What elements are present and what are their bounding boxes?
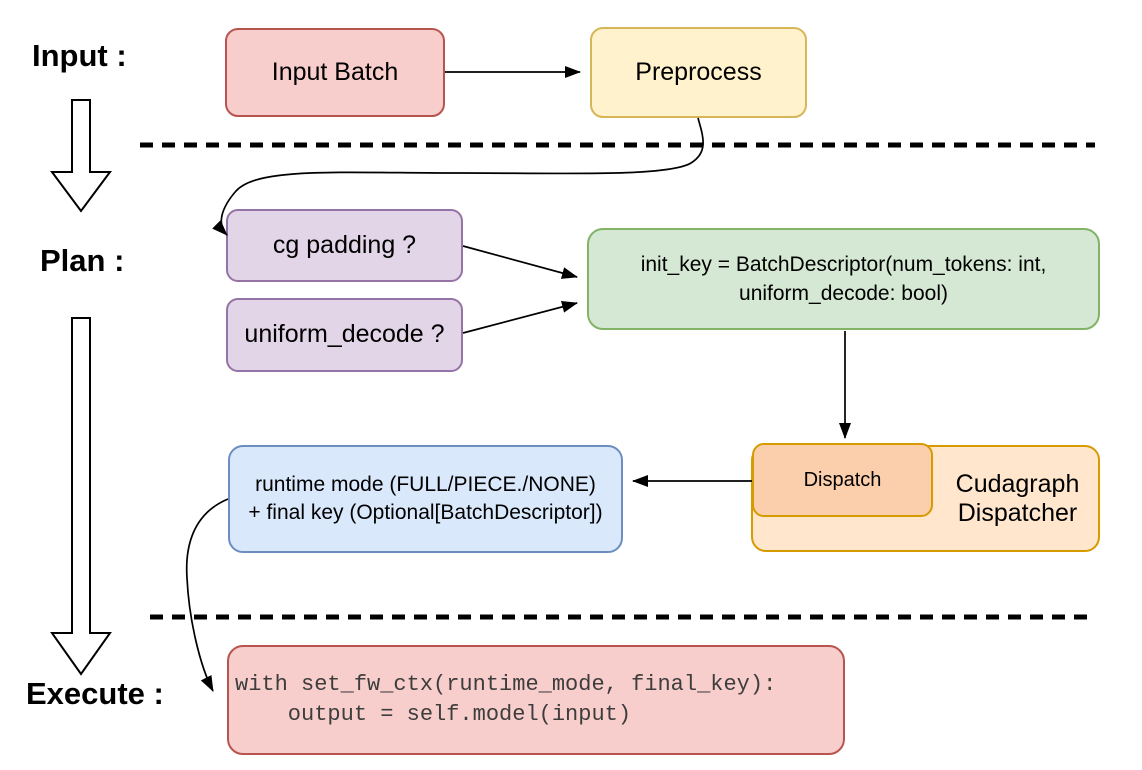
input-batch-label: Input Batch	[271, 57, 399, 86]
stage-label-plan: Plan :	[40, 243, 125, 278]
stage-label-input: Input :	[32, 38, 127, 73]
runtime-mode-node: runtime mode (FULL/PIECE./NONE) + final …	[228, 445, 623, 553]
cg-padding-node: cg padding ?	[226, 209, 463, 282]
execute-code-line2: output = self.model(input)	[235, 702, 632, 727]
execute-code-node: with set_fw_ctx(runtime_mode, final_key)…	[227, 645, 845, 755]
arrow-uniform-decode-to-init-key	[462, 301, 578, 334]
stage-label-execute: Execute :	[26, 676, 164, 711]
preprocess-label: Preprocess	[635, 57, 762, 86]
input-batch-node: Input Batch	[225, 28, 445, 117]
dispatch-label: Dispatch	[803, 468, 882, 491]
execute-code-line1: with set_fw_ctx(runtime_mode, final_key)…	[235, 672, 777, 697]
cudagraph-dispatcher-line1: Cudagraph	[955, 469, 1080, 498]
runtime-mode-line2: + final key (Optional[BatchDescriptor])	[248, 501, 603, 524]
preprocess-node: Preprocess	[590, 27, 807, 118]
dispatch-node: Dispatch	[752, 443, 933, 517]
init-key-node: init_key = BatchDescriptor(num_tokens: i…	[587, 228, 1100, 330]
cg-padding-label: cg padding ?	[272, 230, 417, 259]
input-to-plan-arrow-icon	[50, 99, 112, 213]
arrow-cg-padding-to-init-key	[462, 245, 578, 279]
uniform-decode-node: uniform_decode ?	[226, 298, 463, 372]
arrow-runtime-mode-to-execute-code	[185, 498, 229, 692]
runtime-mode-line1: runtime mode (FULL/PIECE./NONE)	[255, 473, 596, 496]
cudagraph-dispatcher-line2: Dispatcher	[957, 498, 1078, 527]
init-key-line1: init_key = BatchDescriptor(num_tokens: i…	[640, 253, 1047, 276]
uniform-decode-label: uniform_decode ?	[244, 320, 445, 349]
plan-to-execute-arrow-icon	[50, 317, 112, 676]
init-key-line2: uniform_decode: bool)	[739, 282, 948, 305]
